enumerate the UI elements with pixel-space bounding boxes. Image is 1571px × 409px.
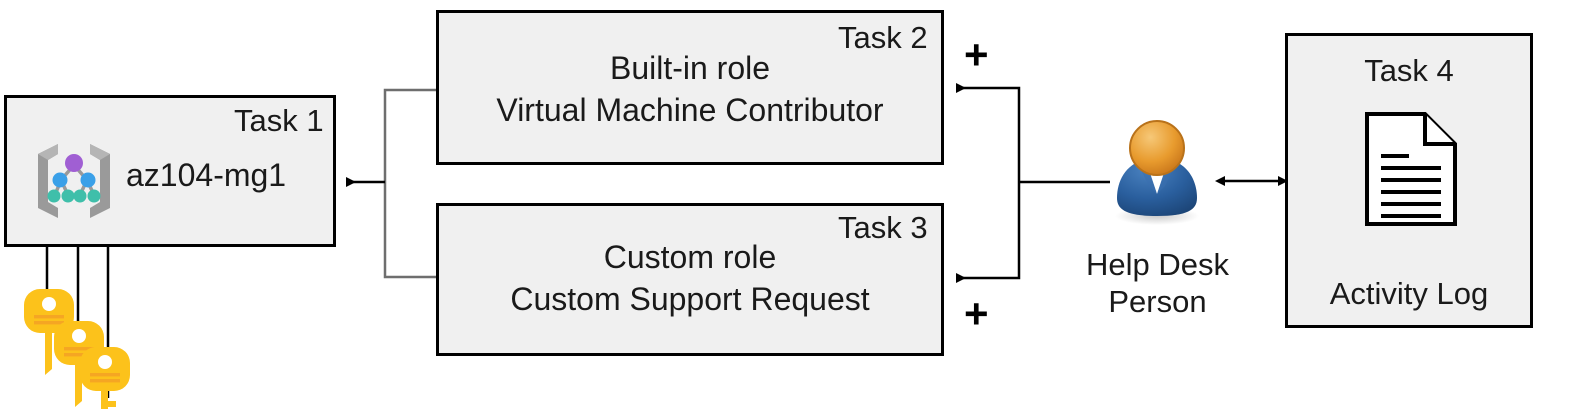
person-label-line1: Help Desk	[1086, 247, 1229, 282]
task3-corner-label: Task 3	[838, 210, 928, 245]
plus-operator-bottom: +	[964, 290, 989, 337]
connector-roles-to-mg	[346, 88, 436, 279]
task3-box[interactable]	[436, 203, 944, 356]
keys-icon	[18, 283, 130, 409]
task2-box[interactable]	[436, 10, 944, 165]
user-person-icon	[1105, 116, 1210, 226]
connector-person-to-roles	[956, 83, 1110, 283]
task2-line1: Built-in role	[609, 50, 771, 86]
task2-corner-label: Task 2	[838, 20, 928, 55]
task3-line1: Custom role	[603, 239, 777, 275]
management-group-icon	[28, 138, 120, 222]
task1-box[interactable]	[4, 95, 336, 247]
task4-corner-label: Task 4	[1364, 53, 1454, 88]
task3-line2: Custom Support Request	[510, 281, 870, 317]
plus-operator-top: +	[964, 31, 989, 78]
task2-line2: Virtual Machine Contributor	[496, 92, 884, 128]
person-label-line2: Person	[1108, 284, 1207, 319]
document-icon	[1363, 110, 1459, 228]
task1-corner-label: Task 1	[234, 103, 324, 138]
task1-label: az104-mg1	[126, 157, 287, 193]
task4-label: Activity Log	[1329, 276, 1489, 311]
